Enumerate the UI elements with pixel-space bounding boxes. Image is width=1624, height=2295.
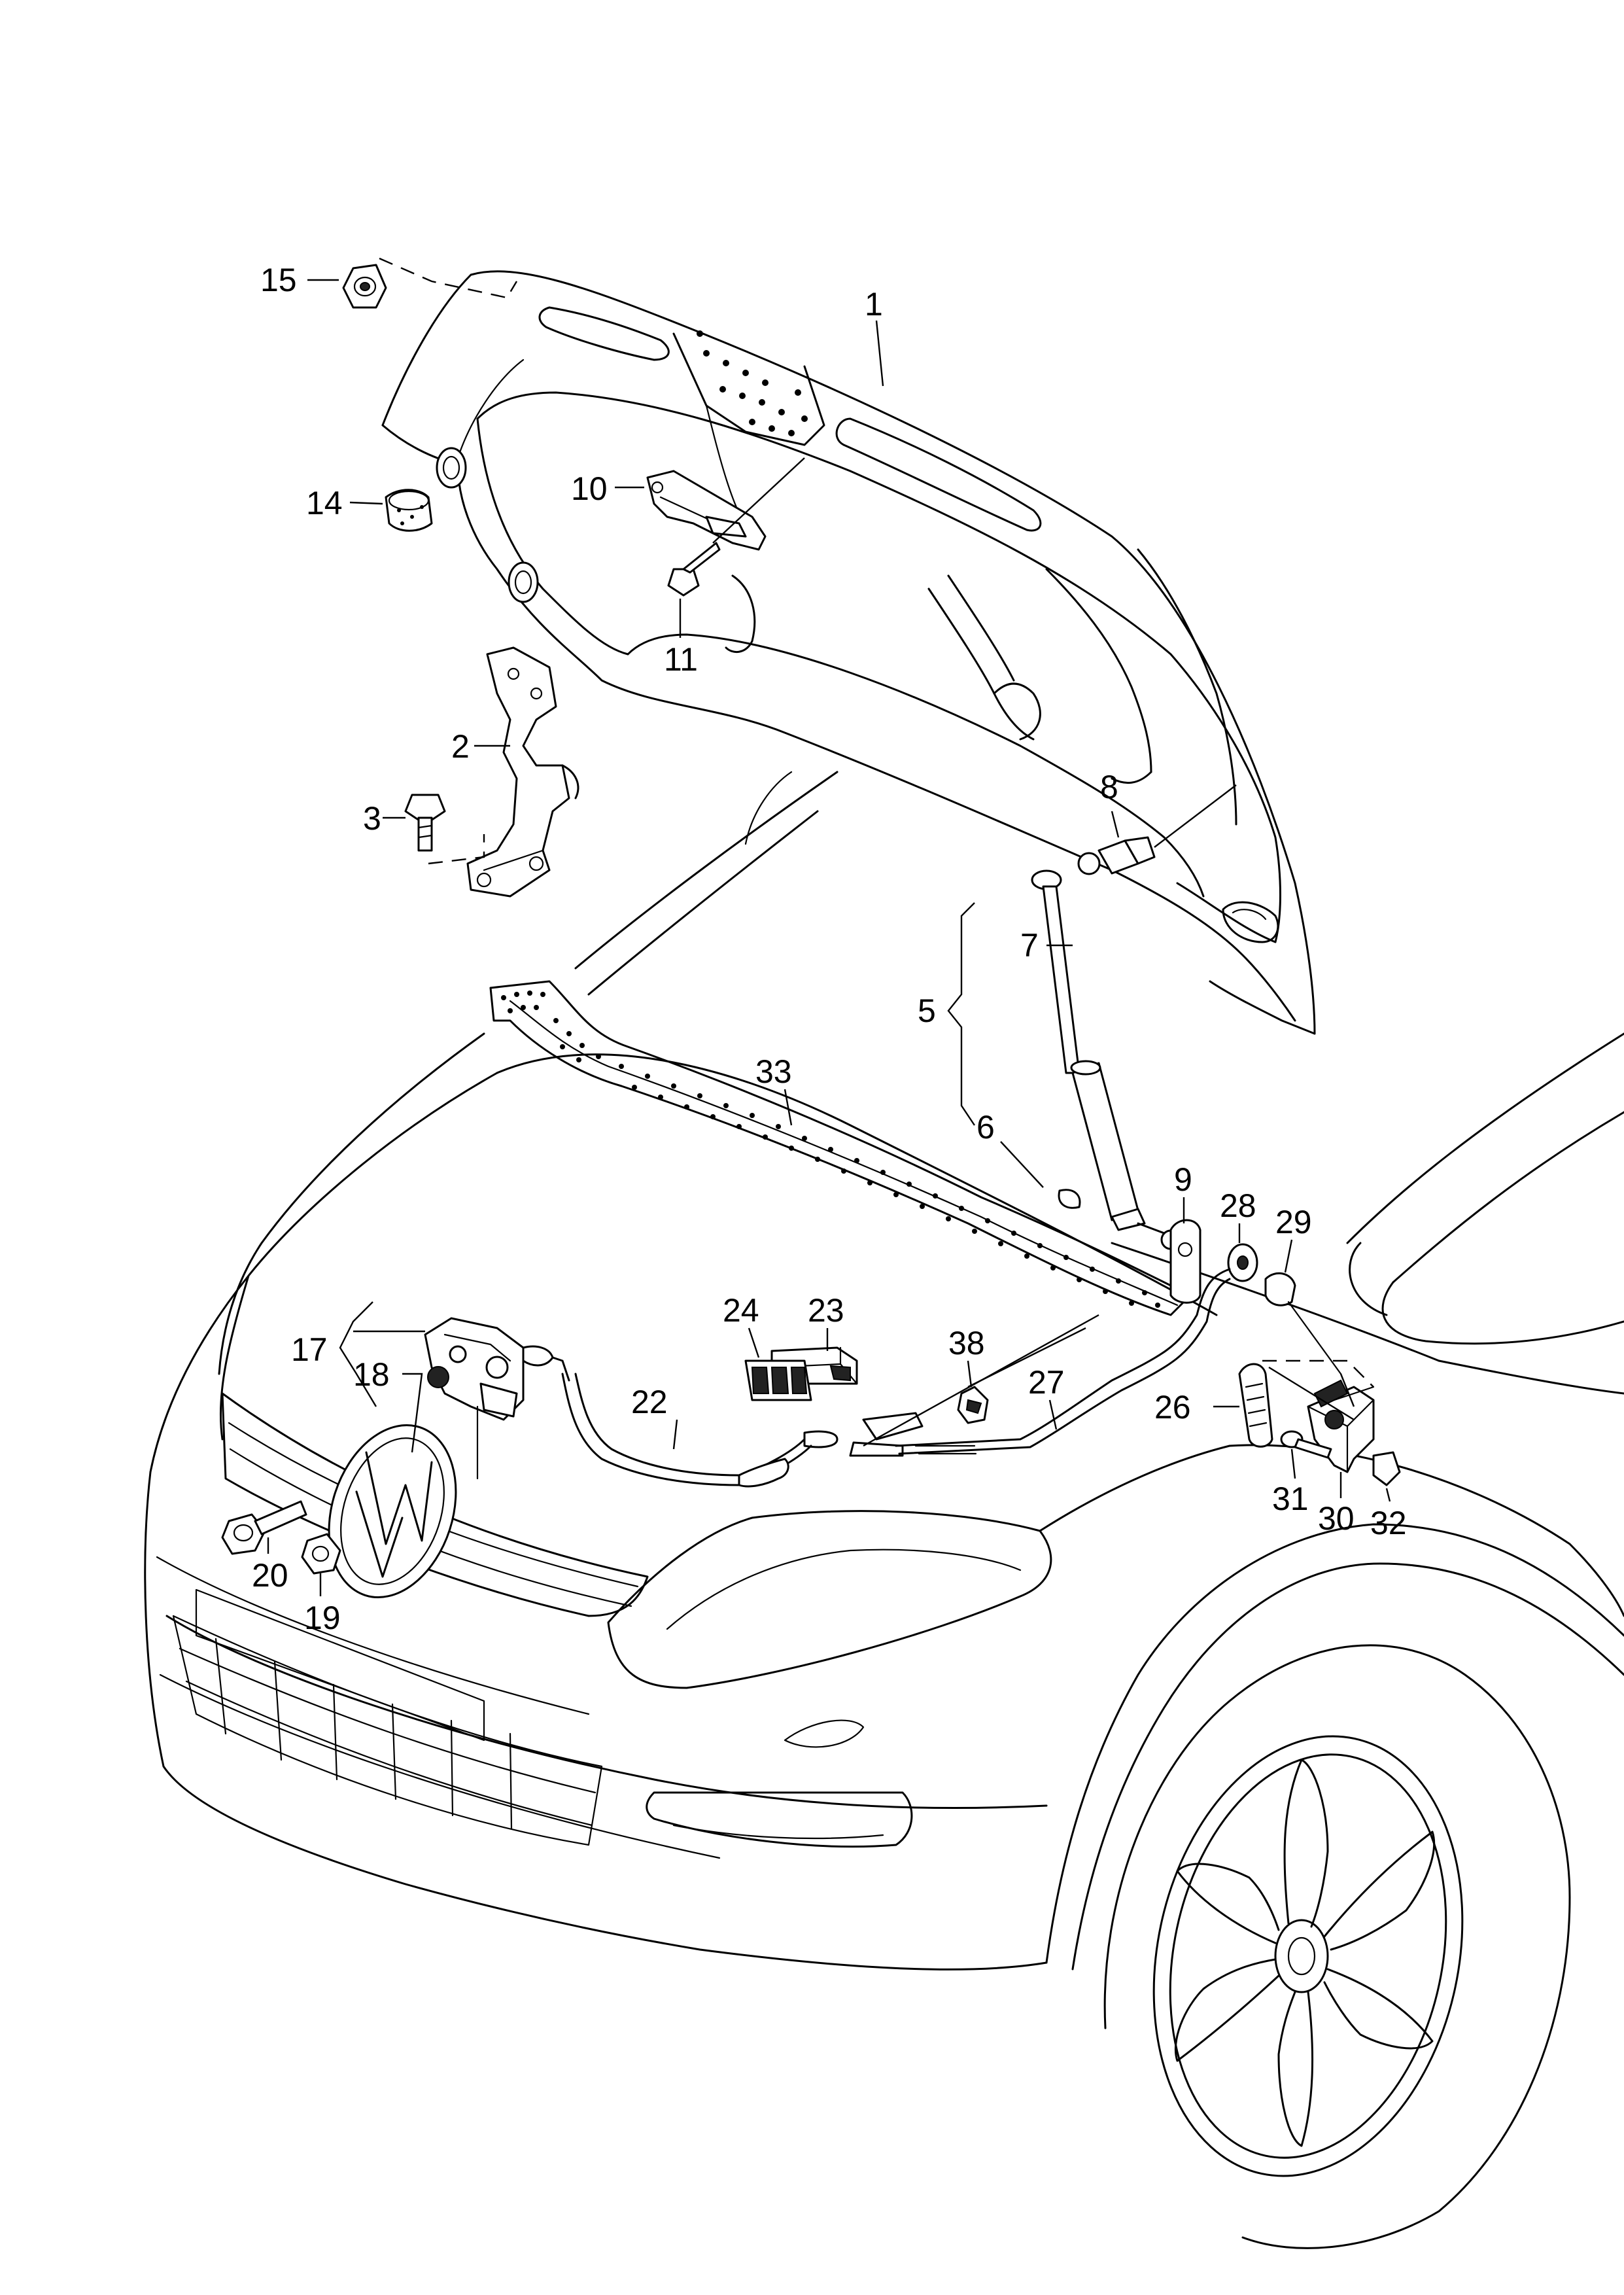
label-9: 9 [1174,1161,1192,1198]
part-14-buffer [385,489,433,532]
label-31: 31 [1272,1480,1309,1517]
label-33: 33 [755,1053,792,1090]
part-32-clip [1372,1451,1401,1486]
part-28-grommet [1227,1243,1258,1282]
part-31-screw [1280,1430,1332,1459]
gas-strut [1031,869,1181,1250]
label-14: 14 [306,485,343,521]
label-27: 27 [1028,1364,1065,1401]
part-20-bolt [221,1500,307,1555]
part-19-nut [301,1533,341,1575]
part-11-bolt [667,542,721,597]
label-6: 6 [976,1109,995,1146]
part-24-handle [744,1359,812,1401]
part-9-bracket [1169,1219,1201,1304]
label-30: 30 [1318,1500,1355,1537]
part-2-hinge [466,646,579,898]
label-18: 18 [353,1356,390,1393]
label-19: 19 [304,1600,341,1636]
label-2: 2 [451,728,470,765]
part-8-ball-stud [1077,784,1237,875]
label-8: 8 [1100,769,1118,805]
part-26-release-lever [1238,1363,1273,1448]
leader-lines [267,279,1391,1596]
part-10-latch-bracket [646,470,767,551]
car-body [144,771,1624,2249]
label-23: 23 [808,1292,844,1329]
label-32: 32 [1370,1505,1407,1541]
label-29: 29 [1275,1204,1312,1240]
label-38: 38 [948,1325,985,1361]
label-11: 11 [664,641,698,678]
release-cable [522,1268,1231,1488]
label-15: 15 [260,262,297,298]
part-15-nut [342,264,387,309]
label-22: 22 [631,1384,668,1420]
label-3: 3 [363,800,381,837]
part-38-clip [957,1386,989,1424]
reference-lines [379,257,1374,1447]
label-5: 5 [918,992,936,1029]
label-7: 7 [1020,927,1039,964]
label-20: 20 [252,1557,288,1594]
label-1: 1 [865,286,883,323]
label-26: 26 [1154,1389,1191,1426]
label-17: 17 [291,1331,328,1368]
part-29-grommet [1264,1272,1342,1375]
part-3-bolt [404,794,446,852]
label-10: 10 [571,470,608,507]
hood-seal-33 [489,980,1192,1316]
label-24: 24 [723,1292,759,1329]
label-28: 28 [1220,1187,1256,1224]
callout-labels: 15 1 10 14 11 2 3 8 7 5 33 6 9 28 29 23 … [252,262,1407,1636]
part-17-latch [424,1317,525,1480]
